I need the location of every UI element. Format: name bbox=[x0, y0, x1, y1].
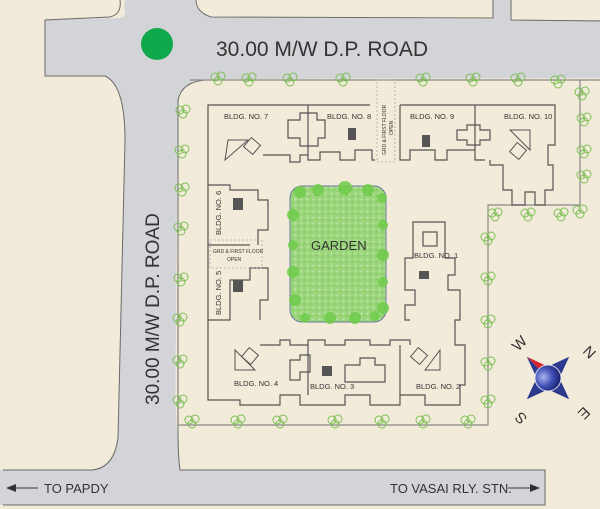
arrow-left-icon bbox=[6, 484, 16, 492]
top-road-label: 30.00 M/W D.P. ROAD bbox=[216, 38, 428, 61]
label-bldg-9: BLDG. NO. 9 bbox=[410, 112, 454, 121]
label-bldg-4: BLDG. NO. 4 bbox=[234, 379, 278, 388]
label-bldg-7: BLDG. NO. 7 bbox=[224, 112, 268, 121]
label-bldg-8: BLDG. NO. 8 bbox=[327, 112, 371, 121]
svg-text:TO VASAI RLY. STN.: TO VASAI RLY. STN. bbox=[390, 481, 512, 496]
label-bldg-1: BLDG. NO. 1 bbox=[414, 251, 458, 260]
compass-rose bbox=[526, 356, 570, 400]
label-bldg-2: BLDG. NO. 2 bbox=[416, 382, 460, 391]
label-bldg-6: BLDG. NO. 6 bbox=[214, 191, 223, 235]
direction-papdy: TO PAPDY bbox=[6, 481, 109, 496]
direction-vasai: TO VASAI RLY. STN. bbox=[390, 481, 540, 496]
open-area-top-label: GRD & FIRST FLOOR bbox=[382, 104, 388, 155]
open-area-top-label-2: OPEN bbox=[389, 120, 395, 135]
open-area-left-label-2: OPEN bbox=[227, 257, 242, 263]
label-bldg-3: BLDG. NO. 3 bbox=[310, 382, 354, 391]
label-bldg-5: BLDG. NO. 5 bbox=[214, 271, 223, 315]
building-outlines bbox=[207, 104, 556, 406]
left-road-label: 30.00 M/W D.P. ROAD bbox=[143, 213, 164, 405]
svg-text:TO PAPDY: TO PAPDY bbox=[44, 481, 109, 496]
stair-icons bbox=[233, 128, 430, 376]
garden-label: GARDEN bbox=[311, 238, 367, 253]
label-bldg-10: BLDG. NO. 10 bbox=[504, 112, 552, 121]
open-area-left-label: GRD & FIRST FLOOR bbox=[213, 249, 264, 255]
garden-area: GARDEN bbox=[287, 181, 389, 324]
arrow-right-icon bbox=[530, 484, 540, 492]
landmark-marker bbox=[141, 28, 173, 60]
